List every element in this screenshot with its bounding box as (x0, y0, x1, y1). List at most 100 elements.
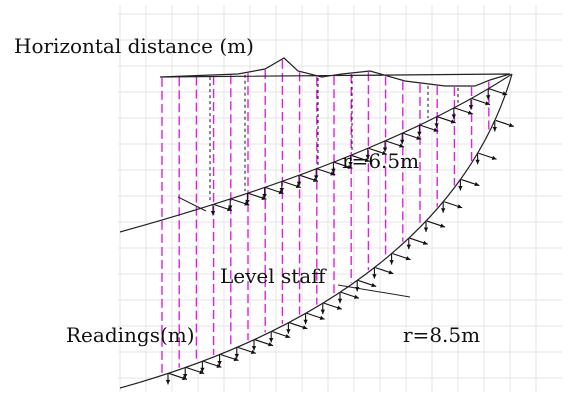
inner-arc-arrow-out (334, 161, 353, 169)
outer-arc-arrow-down (251, 339, 257, 351)
inner-arc-arrow-down (210, 204, 216, 216)
outer-arc-arrow-down (372, 267, 377, 279)
arrow-head (417, 131, 422, 137)
outer-arc-arrow-out (168, 372, 188, 381)
inner-radius-label: r=6.5m (342, 149, 420, 173)
inner-arc-arrow-out (265, 186, 284, 195)
arrow-head (269, 337, 274, 343)
outer-radius-label: r=8.5m (403, 323, 481, 347)
arrow-head (330, 171, 336, 176)
arrow-head (400, 139, 405, 145)
arrow-head (295, 184, 301, 189)
arrow-head (228, 205, 233, 210)
arrow-head (319, 315, 325, 320)
arrow-head (423, 227, 429, 233)
arrow-head (440, 223, 445, 228)
arrow-head (451, 114, 456, 119)
arc-arrows (165, 88, 514, 385)
arrow-head (399, 143, 404, 148)
arrow-head (491, 155, 497, 160)
outer-arc-arrow-down (200, 361, 205, 373)
inner-arc-arrow-out (385, 140, 405, 148)
inner-arc-arrow-down (331, 162, 336, 174)
arrow-head (210, 211, 216, 216)
outer-arc-arrow-down (165, 373, 171, 385)
outer-arc-arrow-down (441, 201, 446, 213)
arrow-head (278, 190, 284, 195)
inner-arc-arrow-out (368, 147, 387, 155)
arrow-head (234, 353, 239, 359)
arrow-head (262, 193, 267, 199)
inner-arc-arrow-out (317, 168, 336, 176)
arrow-head (217, 361, 222, 366)
inner-arc-arrow-down (262, 187, 267, 199)
outer-arc-arrow-down (389, 253, 394, 265)
inner-arc-arrow-down (451, 107, 456, 119)
arrow-head (348, 161, 353, 167)
outer-arc-arrow-down (337, 292, 343, 304)
arrow-head (382, 147, 388, 152)
inner-arc-arrow-down (400, 133, 405, 145)
inner-arc-tick (177, 196, 207, 212)
arrow-head (331, 168, 336, 174)
inner-arc-arrow-down (486, 88, 491, 100)
arrow-head (183, 374, 188, 379)
arrow-head (286, 329, 291, 334)
arrow-head (261, 195, 267, 200)
arrow-head (165, 379, 171, 385)
arrow-head (336, 305, 342, 310)
arrow-head (320, 309, 325, 315)
outer-arc-arrow-down (286, 322, 291, 334)
level-staff-label: Level staff (220, 264, 326, 288)
arrow-head (458, 186, 463, 191)
arrow-head (450, 119, 456, 124)
arrow-head (227, 207, 232, 212)
outer-arc-arrow-out (272, 330, 291, 339)
outer-arc-arrow-down (458, 179, 463, 191)
inner-arc-arrow-out (489, 88, 508, 96)
arrow-head (381, 150, 387, 155)
arrow-head (474, 182, 480, 187)
outer-arc-arrow-down (423, 221, 429, 233)
outer-arc-arrow-out (358, 279, 377, 288)
outer-arc-arrow-down (183, 367, 188, 379)
arrow-head (388, 270, 394, 275)
outer-arc-arrow-down (475, 153, 480, 165)
outer-arc-arrow-out (323, 302, 342, 310)
arrow-head (389, 260, 394, 265)
arrow-head (486, 95, 491, 100)
arrow-head (416, 135, 422, 140)
inner-arc-arrow-out (282, 180, 301, 189)
inner-arc-arrow-down (279, 181, 284, 193)
arrow-head (244, 201, 250, 206)
inner-arc-arrow-down (314, 168, 319, 180)
arrow-head (182, 375, 187, 381)
arrow-head (302, 325, 308, 330)
outer-arc-arrow-out (392, 253, 411, 261)
horizontal-distance-label: Horizontal distance (m) (14, 34, 254, 58)
arrow-head (347, 164, 353, 169)
arrow-head (296, 181, 302, 187)
inner-arc-arrow-down (434, 116, 439, 128)
inner-arc-arrow-down (417, 125, 422, 137)
inner-arc-arrow-out (471, 98, 491, 106)
arrow-head (508, 122, 514, 128)
arrow-head (200, 367, 205, 373)
arrow-head (475, 159, 480, 165)
arrow-head (285, 333, 291, 339)
outer-arc-tick (337, 284, 411, 298)
inner-arc-arrow-down (382, 140, 388, 152)
outer-arc-arrow-down (269, 331, 274, 343)
outer-arc-arrow-down (234, 347, 239, 359)
arrow-head (245, 199, 250, 205)
inner-slip-arc (119, 73, 513, 233)
inner-arc-arrow-out (231, 198, 250, 206)
arrow-head (371, 282, 377, 288)
outer-arc-arrow-out (237, 346, 256, 354)
outer-arc-arrow-out (495, 119, 514, 128)
arrow-head (233, 357, 239, 362)
arrow-head (405, 256, 411, 261)
reading-dash-lines (209, 74, 459, 203)
